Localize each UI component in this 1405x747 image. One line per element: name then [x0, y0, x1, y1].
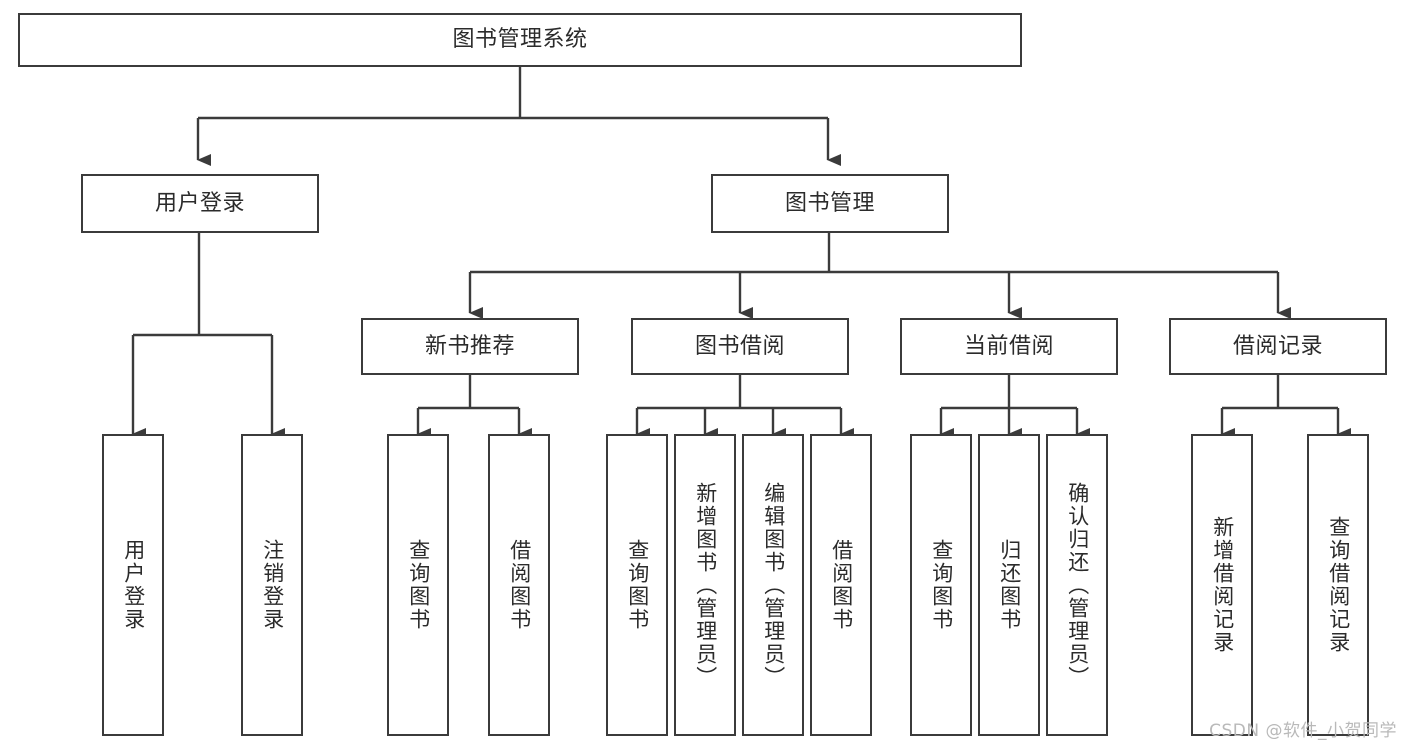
- node-borrow-record[interactable]: 借阅记录: [1169, 318, 1387, 375]
- node-book-borrow[interactable]: 图书借阅: [631, 318, 849, 375]
- node-label: 新书推荐: [424, 333, 515, 359]
- node-leaf-add-book[interactable]: 新增图书（管理员）: [674, 434, 736, 736]
- node-leaf-query-book-3[interactable]: 查询图书: [910, 434, 972, 736]
- node-label: 查询图书: [625, 539, 650, 631]
- node-label: 当前借阅: [963, 333, 1054, 359]
- node-new-book-recommend[interactable]: 新书推荐: [361, 318, 579, 375]
- node-label: 图书管理: [784, 190, 875, 216]
- node-label: 用户登录: [121, 539, 146, 631]
- node-label: 借阅图书: [829, 539, 854, 631]
- node-label: 借阅记录: [1232, 333, 1323, 359]
- node-leaf-edit-book[interactable]: 编辑图书（管理员）: [742, 434, 804, 736]
- node-leaf-confirm-return[interactable]: 确认归还（管理员）: [1046, 434, 1108, 736]
- node-label: 新增借阅记录: [1210, 516, 1235, 654]
- node-label: 用户登录: [154, 190, 245, 216]
- node-user-login[interactable]: 用户登录: [81, 174, 319, 233]
- node-label: 图书管理系统: [452, 27, 588, 53]
- node-label: 查询借阅记录: [1326, 516, 1351, 654]
- node-label: 编辑图书（管理员）: [761, 481, 786, 689]
- node-label: 借阅图书: [507, 539, 532, 631]
- node-leaf-return-book[interactable]: 归还图书: [978, 434, 1040, 736]
- node-leaf-query-book-2[interactable]: 查询图书: [606, 434, 668, 736]
- node-leaf-query-record[interactable]: 查询借阅记录: [1307, 434, 1369, 736]
- node-leaf-borrow-book-1[interactable]: 借阅图书: [488, 434, 550, 736]
- node-leaf-query-book-1[interactable]: 查询图书: [387, 434, 449, 736]
- node-label: 归还图书: [997, 539, 1022, 631]
- node-label: 查询图书: [929, 539, 954, 631]
- node-book-management-system[interactable]: 图书管理系统: [18, 13, 1022, 67]
- node-label: 确认归还（管理员）: [1065, 481, 1090, 689]
- node-leaf-add-record[interactable]: 新增借阅记录: [1191, 434, 1253, 736]
- node-leaf-user-login[interactable]: 用户登录: [102, 434, 164, 736]
- node-current-borrow[interactable]: 当前借阅: [900, 318, 1118, 375]
- node-label: 新增图书（管理员）: [693, 481, 718, 689]
- node-label: 查询图书: [406, 539, 431, 631]
- node-leaf-borrow-book-2[interactable]: 借阅图书: [810, 434, 872, 736]
- node-label: 图书借阅: [694, 333, 785, 359]
- node-leaf-logout-login[interactable]: 注销登录: [241, 434, 303, 736]
- csdn-watermark: CSDN @软件_小贺同学: [1209, 721, 1397, 741]
- node-book-management[interactable]: 图书管理: [711, 174, 949, 233]
- node-label: 注销登录: [260, 539, 285, 631]
